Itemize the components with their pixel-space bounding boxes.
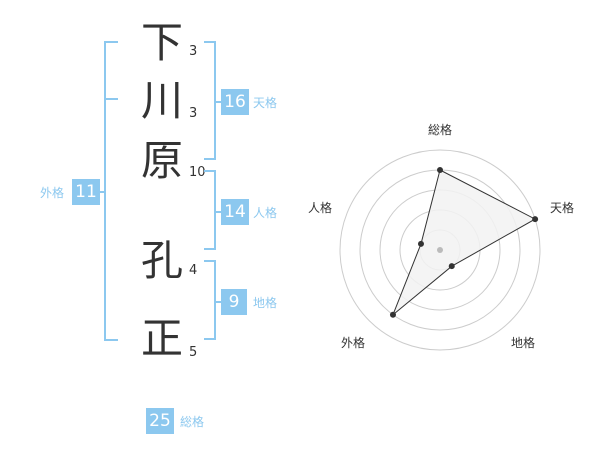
radar-point-5 xyxy=(417,240,424,247)
radar-point-4 xyxy=(389,311,396,318)
name-char-5: 正 xyxy=(140,314,183,363)
stroke-count-5: 5 xyxy=(189,345,198,360)
radar-label-jinkaku: 人格 xyxy=(308,201,333,215)
stroke-count-2: 3 xyxy=(189,106,198,121)
name-char-1: 下 xyxy=(140,18,183,67)
jinkaku-label: 人格 xyxy=(253,206,278,220)
radar-label-soukaku: 総格 xyxy=(428,123,453,137)
gaikaku-label: 外格 xyxy=(40,186,65,200)
radar-label-chikaku: 地格 xyxy=(511,336,536,350)
chikaku-label: 地格 xyxy=(253,296,278,310)
radar-point-3 xyxy=(448,263,455,270)
radar-center-dot xyxy=(437,247,443,253)
radar-point-2 xyxy=(532,216,539,223)
radar-label-tenkaku: 天格 xyxy=(550,201,575,215)
soukaku-value-badge: 25 xyxy=(146,408,174,434)
stroke-count-1: 3 xyxy=(189,44,198,59)
name-char-2: 川 xyxy=(140,76,183,125)
radar-ring xyxy=(339,149,541,351)
chikaku-value-badge: 9 xyxy=(221,289,247,315)
radar-label-gaikaku: 外格 xyxy=(341,336,366,350)
radar-points xyxy=(389,167,539,318)
jinkaku-value-badge: 14 xyxy=(221,199,249,225)
name-char-4: 孔 xyxy=(140,236,183,285)
radar-shape xyxy=(392,169,537,316)
name-char-3: 原 xyxy=(140,136,183,185)
tenkaku-value-badge: 16 xyxy=(221,89,249,115)
soukaku-label: 総格 xyxy=(180,415,205,429)
stroke-count-3: 10 xyxy=(189,165,206,180)
gaikaku-value-badge: 11 xyxy=(72,179,100,205)
radar-point-1 xyxy=(437,167,443,173)
stroke-count-4: 4 xyxy=(189,263,198,278)
tenkaku-label: 天格 xyxy=(253,96,278,110)
